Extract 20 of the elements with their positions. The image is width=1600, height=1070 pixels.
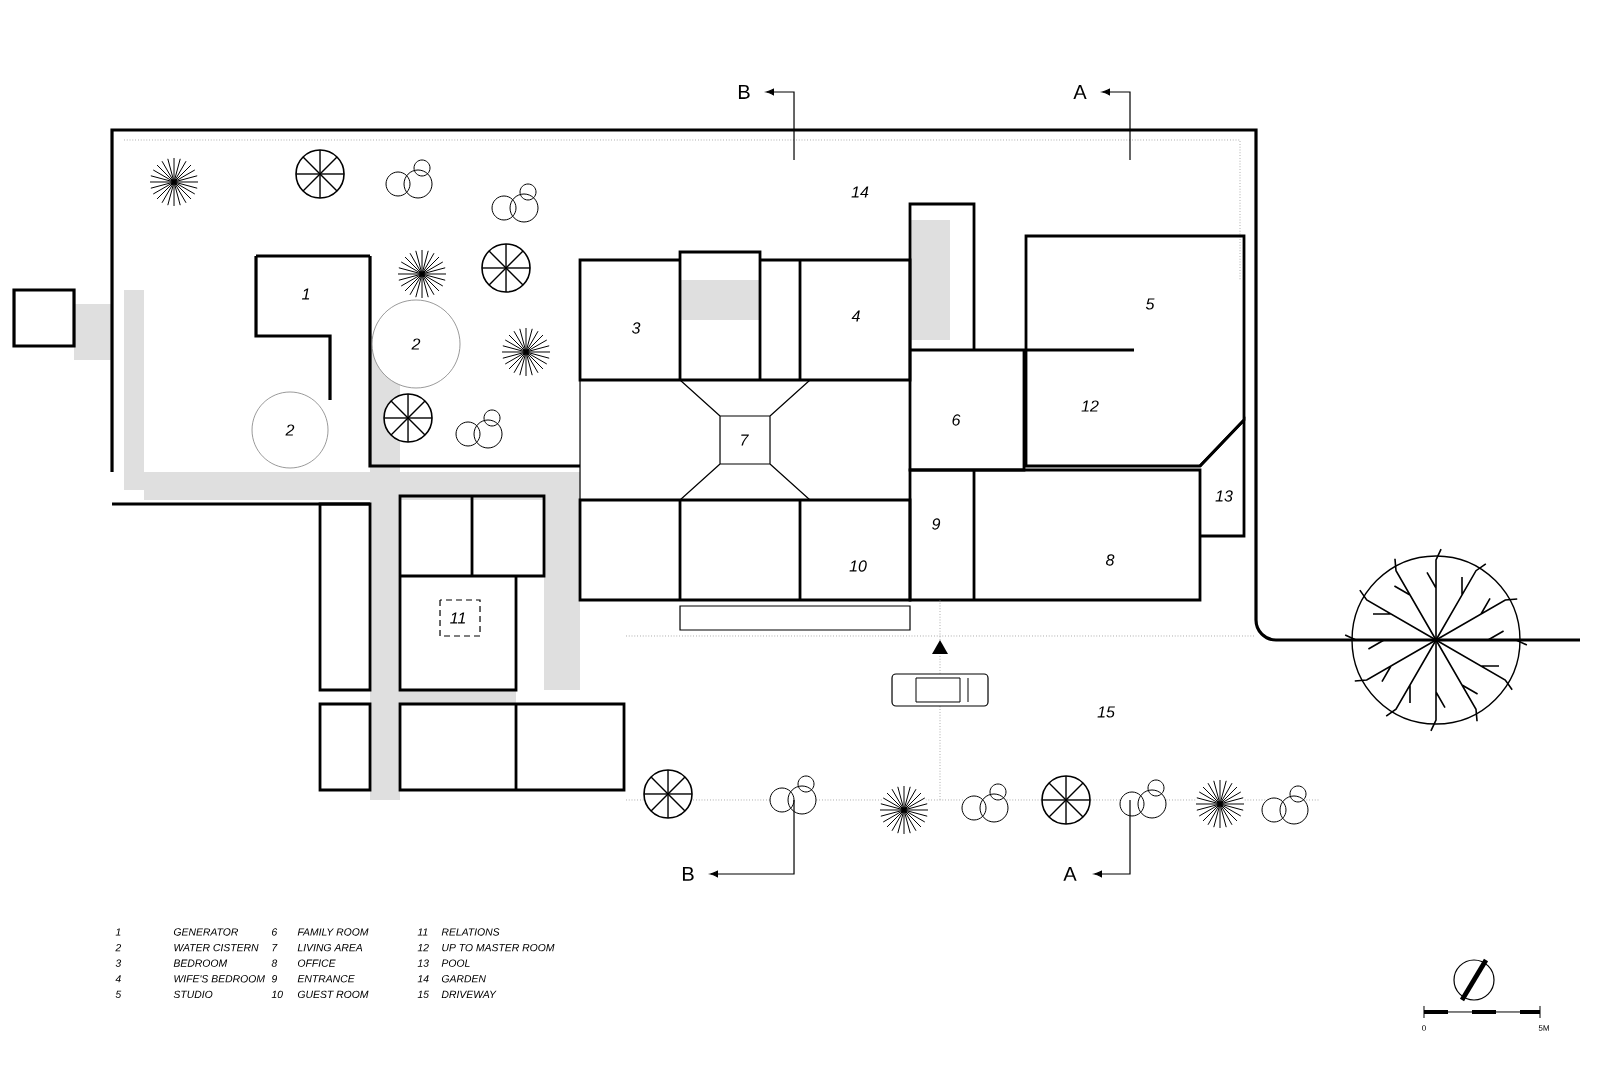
room-number: 3 [631, 322, 641, 334]
section-letter: A [1063, 867, 1077, 881]
section-letter: A [1073, 85, 1087, 99]
room-number: 15 [1097, 706, 1115, 718]
room-number: 10 [849, 560, 867, 572]
room-number: 7 [741, 434, 749, 446]
room-number: 14 [851, 186, 869, 198]
room-number: 2 [411, 338, 421, 350]
section-letter: B [682, 867, 694, 881]
room-number: 13 [1215, 490, 1233, 502]
room-number: 11 [450, 612, 465, 624]
room-number: 1 [302, 288, 310, 300]
room-number: 6 [952, 414, 961, 426]
section-letter: B [738, 85, 750, 99]
room-number: 12 [1081, 400, 1099, 412]
room-number: 2 [285, 424, 295, 436]
room-number: 8 [1105, 554, 1115, 566]
room-number: 9 [932, 518, 941, 530]
room-number: 4 [851, 310, 860, 322]
room-number: 5 [1145, 298, 1155, 310]
